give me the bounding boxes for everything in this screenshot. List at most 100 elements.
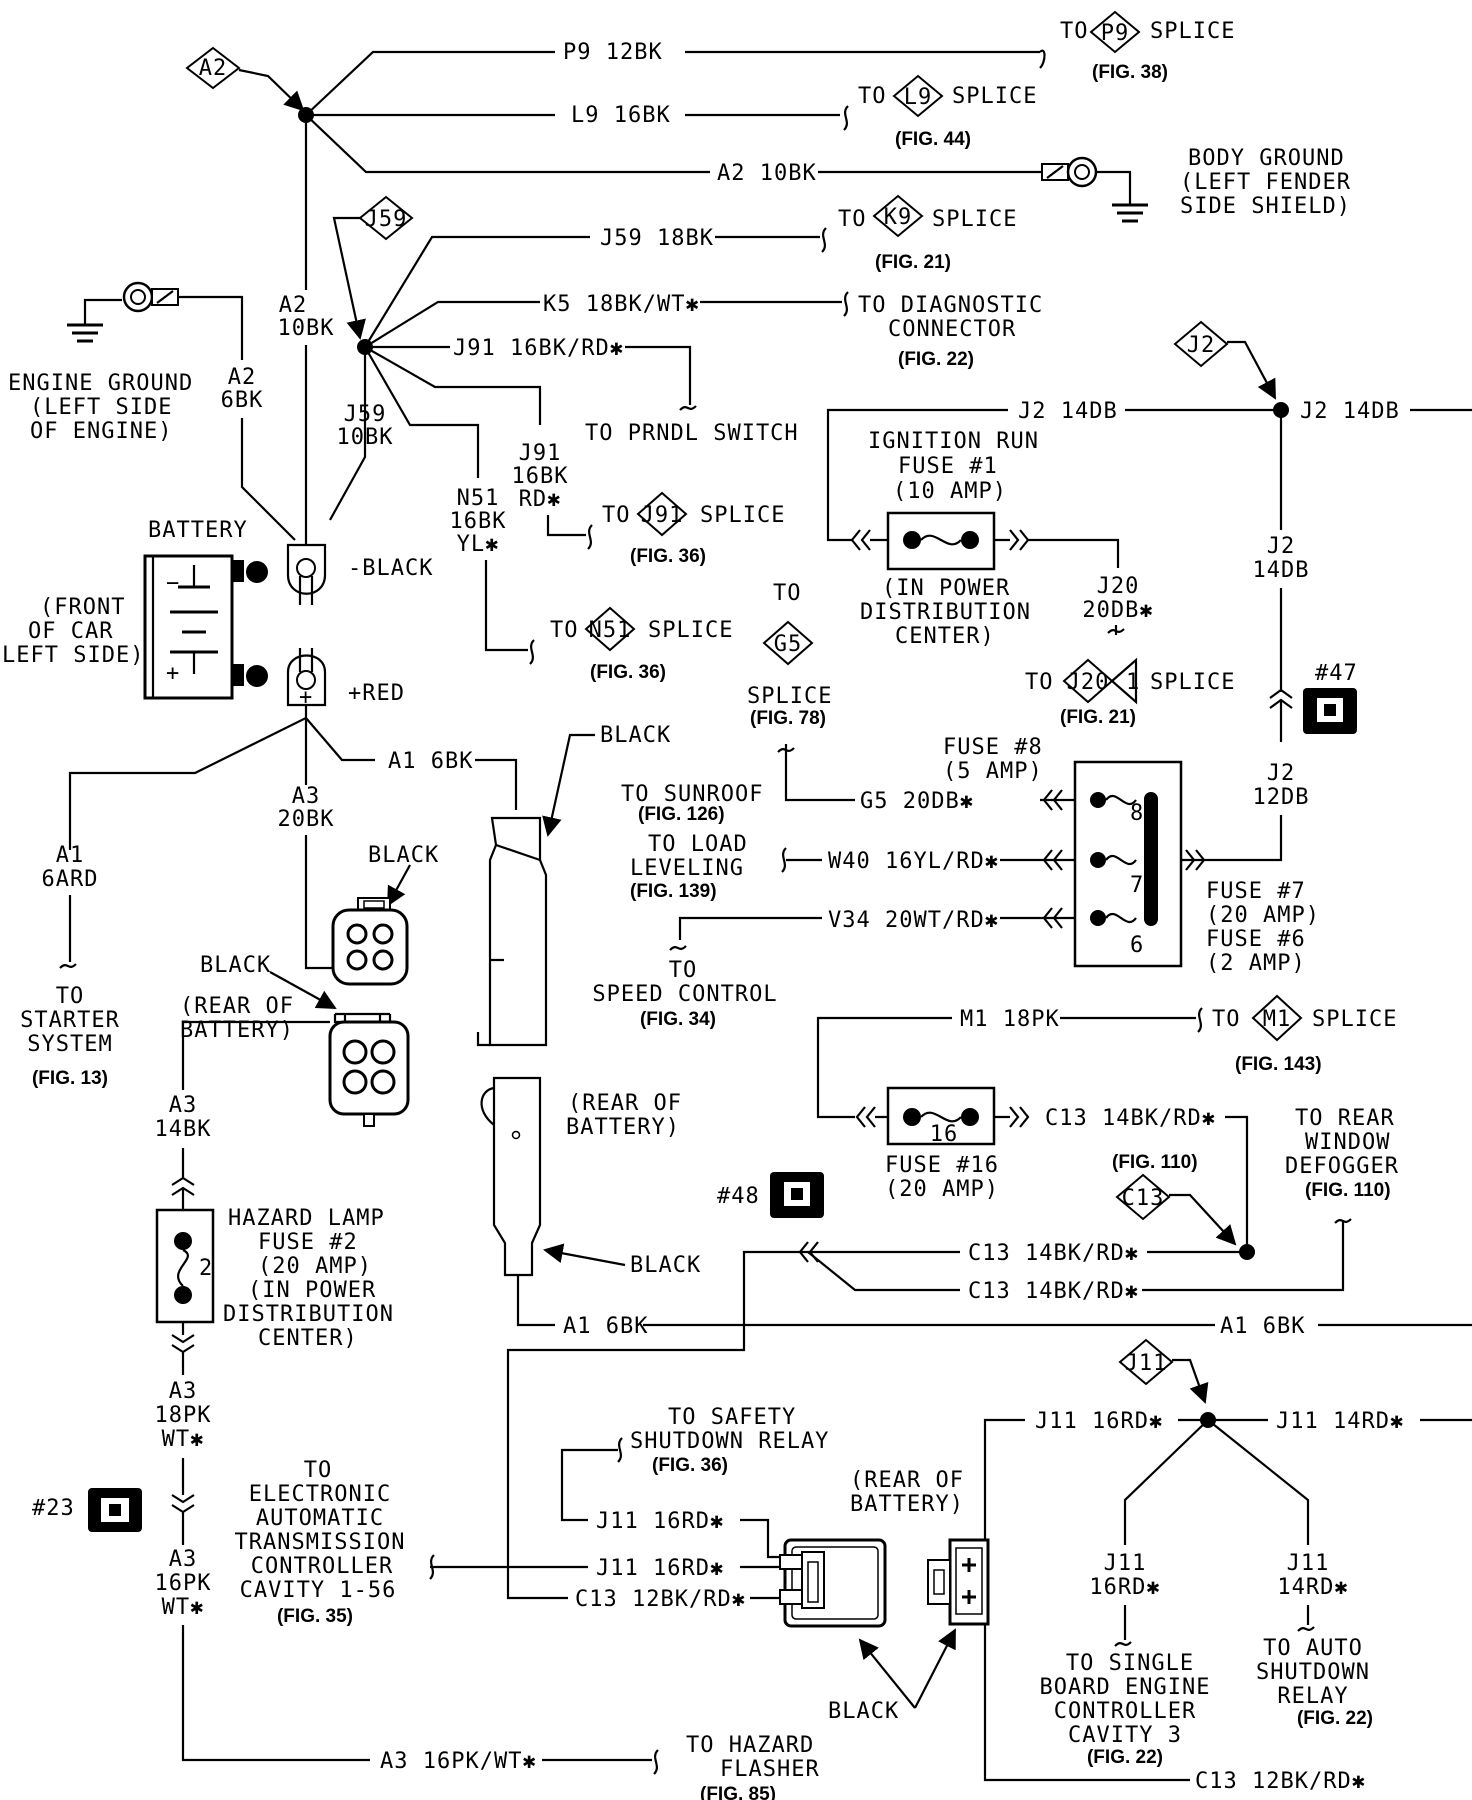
fig22-ref-a: (FIG. 22)	[898, 349, 974, 370]
fuse-number-8: 8	[1130, 801, 1144, 826]
fig139-ref: (FIG. 139)	[630, 881, 717, 902]
a3-20bk-vert-1: A3	[292, 784, 321, 809]
eatx-label-2: ELECTRONIC	[249, 1482, 391, 1507]
a2-10bk-wire	[305, 114, 710, 174]
m1-diamond-label: M1	[1263, 1007, 1292, 1032]
conn48-label: #48	[717, 1184, 760, 1209]
m1-label: M1 18PK	[960, 1007, 1060, 1032]
ssr-wire	[560, 1437, 623, 1522]
j59-vert-2: 10BK	[337, 425, 394, 450]
ign-fuse-label-1: IGNITION RUN	[868, 429, 1039, 454]
connector-tcm-harness	[779, 1538, 887, 1628]
c13-a-label: C13 14BK/RD✱	[968, 1241, 1139, 1266]
splice-diamond-p9[interactable]: P9	[1089, 10, 1141, 54]
to-m1-label: TO	[1212, 1007, 1241, 1032]
c13-diamond-label: C13	[1122, 1186, 1165, 1211]
fig34-ref: (FIG. 34)	[640, 1009, 716, 1030]
a1-6bk-mid-label: A1 6BK	[563, 1314, 648, 1339]
black-battery-cable: BLACK (REAR OF BATTERY) BLACK A1 6BK A1 …	[476, 723, 1472, 1339]
j91-16bk-branch	[364, 346, 542, 425]
a2-6bk-wire-b	[240, 418, 296, 541]
j20-vert-2: 20DB✱	[1082, 598, 1153, 623]
body-ground-label: BODY GROUND	[1188, 146, 1345, 171]
k9-diamond-label: K9	[884, 205, 913, 230]
front-of-car-3: LEFT SIDE)	[2, 643, 144, 668]
black-label-upper: BLACK	[368, 843, 439, 868]
p9-diamond-label: P9	[1101, 21, 1130, 46]
fig38-ref: (FIG. 38)	[1092, 62, 1168, 83]
a2-vert-label-2: 10BK	[278, 316, 335, 341]
c13-group: (FIG. 110) C13 TO REAR WINDOW DEFOGGER (…	[506, 1106, 1398, 1600]
j91-diamond-label: J91	[641, 503, 684, 528]
splice-diamond-c13[interactable]: C13	[1115, 1173, 1171, 1221]
j20-vert-1: J20	[1097, 574, 1140, 599]
fig126-ref: (FIG. 126)	[638, 804, 725, 825]
eatx-label-1: TO	[304, 1458, 333, 1483]
connector-48[interactable]: #48	[717, 1172, 824, 1218]
fuse8-label-2: (5 AMP)	[943, 759, 1043, 784]
connector-23[interactable]: #23	[32, 1488, 142, 1532]
engine-ground-label: ENGINE GROUND	[8, 371, 193, 396]
eatx-label-5: CONTROLLER	[251, 1554, 393, 1579]
battery-label: BATTERY	[148, 518, 248, 543]
splice-diamond-j91[interactable]: J91	[636, 491, 688, 537]
k5-wire	[364, 300, 540, 348]
j2-left-label: J2 14DB	[1018, 399, 1118, 424]
prndl-label: TO PRNDL SWITCH	[585, 421, 799, 446]
j2-14db-vert-1: J2	[1267, 534, 1296, 559]
v34-label: V34 20WT/RD✱	[828, 908, 999, 933]
a2-pointer	[238, 68, 305, 112]
splice-diamond-l9[interactable]: L9	[892, 74, 944, 118]
black-label-lower: BLACK	[200, 953, 271, 978]
black-label-bottom: BLACK	[828, 1699, 899, 1724]
splice-diamond-j20[interactable]: J20 1	[1062, 657, 1140, 705]
splice-diamond-a2[interactable]: A2	[185, 46, 241, 90]
splice-diamond-j11[interactable]: J11	[1118, 1338, 1174, 1386]
fuse16-label-2: (20 AMP)	[885, 1177, 999, 1202]
j20-cavity-number: 1	[1126, 670, 1140, 695]
l9-splice-label: SPLICE	[952, 84, 1037, 109]
splice-diamond-j59[interactable]: J59	[358, 195, 414, 241]
to-p9-label: TO	[1060, 19, 1089, 44]
l9-diamond-label: L9	[904, 85, 933, 110]
hazard-fuse-label-4: (IN POWER	[248, 1278, 376, 1303]
fuse7-label-1: FUSE #7	[1206, 879, 1306, 904]
splice-diamond-j2[interactable]: J2	[1173, 320, 1229, 368]
splice-diamond-k9[interactable]: K9	[872, 194, 924, 238]
a3-16pk-wire-b	[542, 1749, 659, 1775]
a1-6grd-vert-2: 6ARD	[42, 867, 99, 892]
a3-16pk-vert-3: WT✱	[162, 1595, 205, 1620]
a3-16pk-vert-1: A3	[169, 1547, 198, 1572]
a2-vert-label-1: A2	[279, 293, 308, 318]
c13-b-wire	[807, 1251, 960, 1292]
conn23-label: #23	[32, 1496, 75, 1521]
splice-diamond-g5[interactable]: G5	[762, 620, 814, 666]
front-of-car-1: (FRONT	[40, 595, 125, 620]
j2-to-ign-wire	[826, 408, 1008, 542]
a2-6bk-vert-2: 6BK	[221, 388, 264, 413]
j20-group: J20 20DB✱ TO J20 1 SPLICE (FIG. 21)	[1025, 574, 1234, 728]
negative-battery-clamp	[286, 543, 327, 605]
battery-minus-sign: −	[166, 571, 180, 596]
splice-diamond-m1[interactable]: M1	[1251, 994, 1303, 1042]
connector-47[interactable]: #47	[1303, 661, 1358, 734]
j2-diamond-label: J2	[1187, 333, 1216, 358]
sbec-label-2: BOARD ENGINE	[1040, 1675, 1211, 1700]
a3-20bk-wire-b	[304, 835, 333, 970]
ignition-run-fuse-1: IGNITION RUN FUSE #1 (10 AMP) (IN POWER …	[850, 429, 1120, 649]
j11-ssr-label: J11 16RD✱	[596, 1509, 724, 1534]
j2-12db-vert-2: 12DB	[1253, 785, 1310, 810]
j11-16rd-vert-1: J11	[1104, 1551, 1147, 1576]
fuse-block-6-7-8: FUSE #8 (5 AMP) G5 20DB✱ TO SUNROOF (FIG…	[592, 735, 1319, 1030]
positive-branches: A1 6ARD TO STARTER SYSTEM (FIG. 13) A1 6…	[20, 705, 518, 1089]
a2-6bk-wire	[178, 295, 244, 360]
j11-14rd-branch	[1207, 1419, 1310, 1545]
j91-splice-label: SPLICE	[700, 503, 785, 528]
rear-defog-2: WINDOW	[1305, 1130, 1390, 1155]
splice-diamond-n51[interactable]: N51	[584, 606, 636, 652]
neg-black-label: -BLACK	[348, 556, 433, 581]
to-j20-label: TO	[1025, 670, 1054, 695]
n51-vert-2: 16BK	[450, 509, 507, 534]
j20-wire	[1028, 538, 1120, 568]
rear-battery-cable-2: BATTERY)	[566, 1115, 680, 1140]
